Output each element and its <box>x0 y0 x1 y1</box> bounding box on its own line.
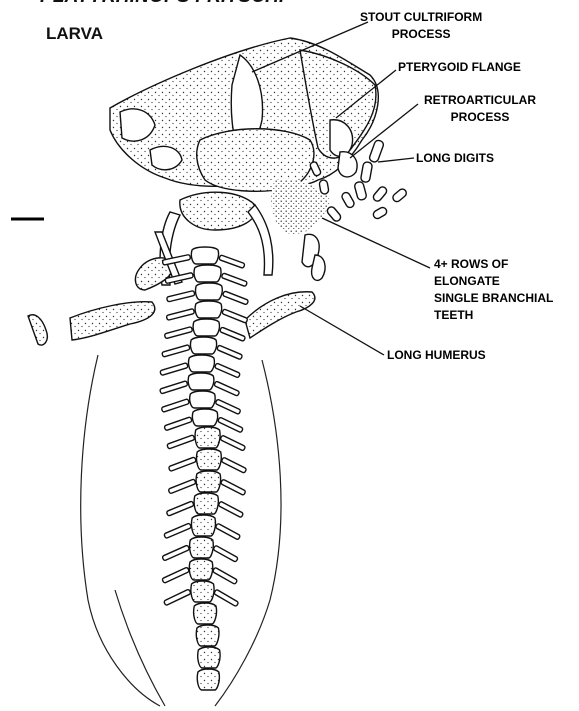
rib <box>162 545 190 561</box>
rib <box>160 381 188 394</box>
label-line: PROCESS <box>424 109 536 126</box>
digit-8 <box>326 205 342 222</box>
digit-5 <box>391 187 408 203</box>
vertebra <box>189 355 215 372</box>
vertebra <box>196 471 221 492</box>
vertebra <box>196 283 223 300</box>
body-outline-left <box>81 355 160 706</box>
rib <box>164 327 192 339</box>
label-line: SINGLE BRANCHIAL <box>434 290 553 307</box>
vertebra <box>195 427 220 448</box>
rib <box>160 363 188 376</box>
vertebra <box>197 669 219 690</box>
vertebra <box>190 337 216 354</box>
leader-humerus <box>300 306 384 355</box>
rib <box>222 309 248 323</box>
rib <box>221 457 246 473</box>
digit-2 <box>360 161 372 182</box>
rib <box>220 479 245 495</box>
vertebra <box>196 625 219 646</box>
vertebra <box>192 409 217 426</box>
vertebra <box>191 581 214 602</box>
label-line: 4+ ROWS OF <box>434 256 553 273</box>
rib <box>218 501 243 518</box>
leader-digits <box>378 158 414 162</box>
rib <box>164 417 192 431</box>
rib <box>213 545 238 562</box>
rib <box>221 273 247 287</box>
rib <box>166 309 194 321</box>
rib <box>164 589 191 606</box>
vertebra <box>195 301 222 318</box>
vertebra <box>190 537 214 558</box>
figure-title: PLATYRHINOPS FRITSCHI <box>40 0 285 8</box>
body-outline-inner <box>115 590 165 706</box>
vertebra <box>194 265 221 282</box>
label-long-humerus: LONG HUMERUS <box>387 347 486 364</box>
femur-left <box>70 302 155 340</box>
label-line: STOUT CULTRIFORM <box>360 9 482 26</box>
rib <box>214 363 240 378</box>
rib <box>219 255 245 269</box>
interclavicle <box>180 192 256 230</box>
rib <box>164 523 192 539</box>
rib <box>166 501 194 516</box>
vertebra <box>194 603 217 624</box>
vertebra <box>191 515 215 536</box>
rib <box>220 327 246 342</box>
rib <box>220 435 246 451</box>
digit-4 <box>372 185 388 202</box>
rib <box>168 457 196 472</box>
digit-6 <box>372 206 388 220</box>
label-line: ELONGATE <box>434 273 553 290</box>
vertebra <box>197 449 222 470</box>
label-branchial-teeth: 4+ ROWS OF ELONGATE SINGLE BRANCHIAL TEE… <box>434 256 553 324</box>
radius-right <box>312 255 325 280</box>
vertebra <box>193 319 219 336</box>
figure-subtitle: LARVA <box>46 24 103 44</box>
rib <box>162 345 190 358</box>
rib <box>167 291 195 302</box>
label-line: RETROARTICULAR <box>424 92 536 109</box>
rib <box>167 435 195 449</box>
vertebra <box>188 373 214 390</box>
digit-1 <box>368 139 384 163</box>
rib <box>217 345 243 360</box>
rib <box>223 291 249 305</box>
vertebra <box>194 493 218 514</box>
rib <box>214 589 239 606</box>
rib <box>212 567 237 584</box>
humerus <box>245 292 315 338</box>
digit-7 <box>341 191 356 209</box>
clavicle-right <box>248 205 273 275</box>
rib <box>218 417 244 433</box>
loose-bone-left <box>28 315 47 345</box>
vertebra <box>190 391 215 408</box>
vertebra <box>189 559 212 580</box>
retroarticular-bone <box>338 152 357 177</box>
vertebra <box>191 247 218 264</box>
label-stout-cultriform: STOUT CULTRIFORM PROCESS <box>360 9 482 43</box>
rib <box>215 399 241 414</box>
label-line: PROCESS <box>360 26 482 43</box>
label-retroarticular: RETROARTICULAR PROCESS <box>424 92 536 126</box>
rib <box>214 381 240 396</box>
label-long-digits: LONG DIGITS <box>416 150 494 167</box>
rib <box>215 523 240 540</box>
label-line: TEETH <box>434 307 553 324</box>
rib <box>162 567 190 583</box>
leader-rows <box>322 218 430 268</box>
vertebra <box>198 647 220 668</box>
digit-3 <box>354 181 367 201</box>
rib <box>161 399 189 413</box>
rib <box>168 479 196 494</box>
label-pterygoid-flange: PTERYGOID FLANGE <box>398 59 521 76</box>
